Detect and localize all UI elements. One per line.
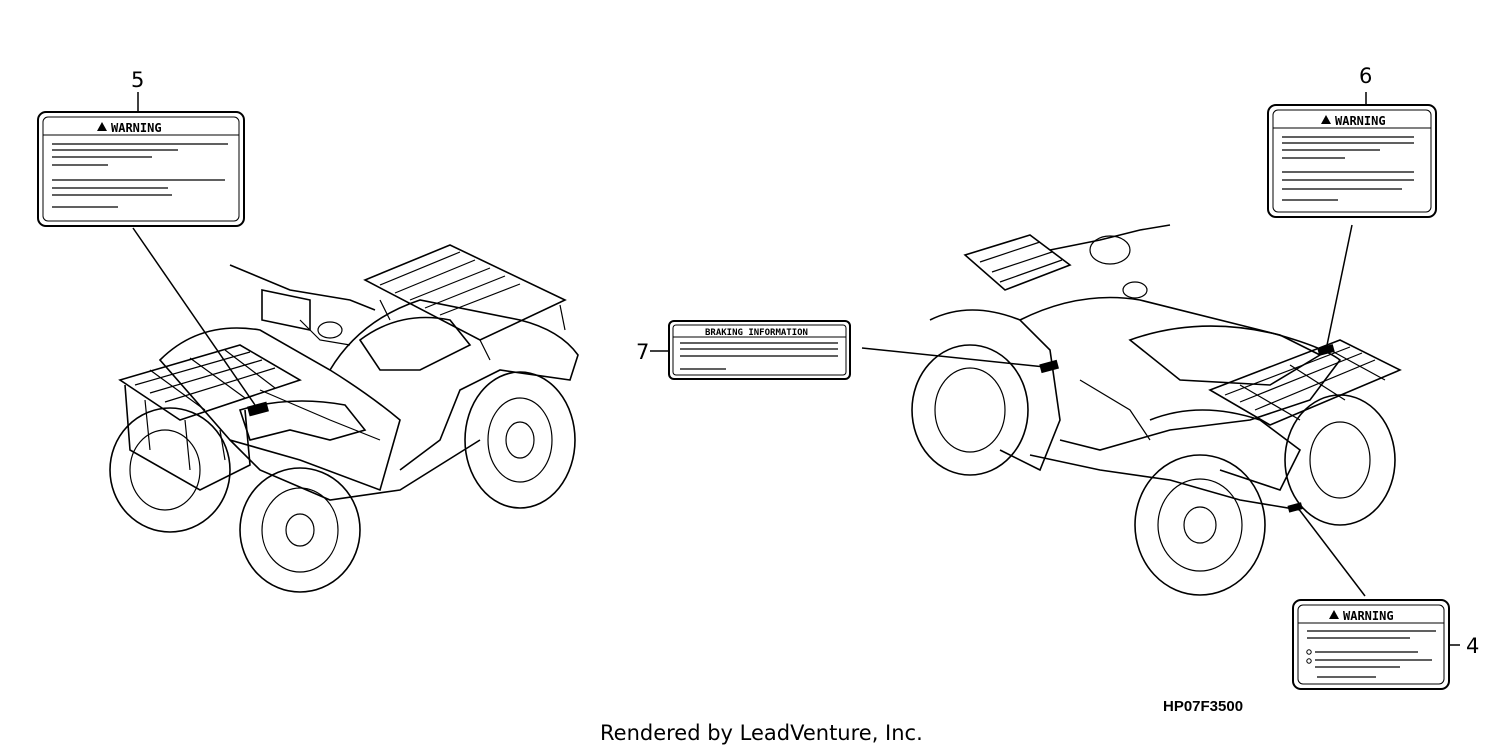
callout-number-5: 5: [131, 68, 144, 92]
warning-triangle-icon: [1321, 115, 1331, 124]
label-4-warning: 4 WARNING: [1292, 599, 1479, 690]
label-7-title: BRAKING INFORMATION: [705, 328, 808, 338]
callout-number-4: 4: [1466, 634, 1479, 658]
label-5-warning: 5 WARNING: [37, 68, 245, 227]
label-5-title: WARNING: [111, 121, 162, 135]
callout-number-7: 7: [636, 340, 649, 364]
label-6-warning: 6 WARNING: [1267, 64, 1437, 218]
warning-triangle-icon: [97, 122, 107, 131]
warning-triangle-icon: [1329, 610, 1339, 619]
part-code: HP07F3500: [1163, 698, 1243, 715]
atv-right-illustration: [911, 224, 1402, 596]
atv-left-illustration: [109, 244, 579, 593]
render-credit: Rendered by LeadVenture, Inc.: [600, 721, 923, 745]
label-4-title: WARNING: [1343, 609, 1394, 623]
label-7-braking-information: 7 BRAKING INFORMATION: [636, 320, 851, 380]
label-6-title: WARNING: [1335, 114, 1386, 128]
callout-number-6: 6: [1359, 64, 1372, 88]
leader-lines: [132, 92, 1460, 646]
